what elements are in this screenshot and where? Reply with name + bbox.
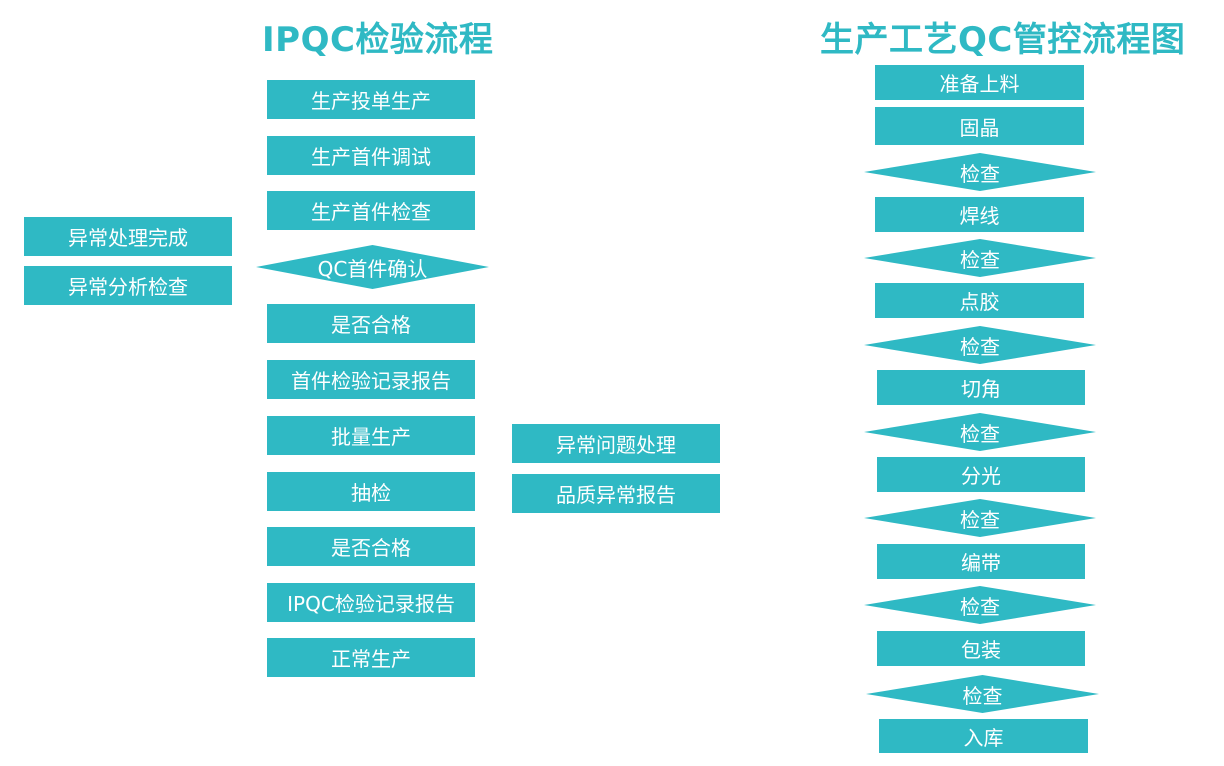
diamond-shape xyxy=(864,586,1096,624)
process-check-2: 检查 xyxy=(864,239,1096,277)
process-check-7: 检查 xyxy=(866,675,1099,713)
process-check-label: 检查 xyxy=(960,507,1000,532)
ipqc-step-ipqc-report: IPQC检验记录报告 xyxy=(267,583,475,622)
ipqc-decision-label: QC首件确认 xyxy=(317,256,428,281)
process-check-label: 检查 xyxy=(960,421,1000,446)
ipqc-step-first-piece-debug: 生产首件调试 xyxy=(267,136,475,175)
process-check-label: 检查 xyxy=(960,247,1000,272)
ipqc-branch-exception-done: 异常处理完成 xyxy=(24,217,232,256)
process-title: 生产工艺QC管控流程图 xyxy=(820,20,1186,60)
process-step-die-bond: 固晶 xyxy=(875,107,1084,145)
ipqc-step-mass-production: 批量生产 xyxy=(267,416,475,455)
diamond-shape xyxy=(864,239,1096,277)
ipqc-step-production-order: 生产投单生产 xyxy=(267,80,475,119)
process-check-label: 检查 xyxy=(960,594,1000,619)
process-step-wire-bond: 焊线 xyxy=(875,197,1084,232)
ipqc-branch-quality-report: 品质异常报告 xyxy=(512,474,720,513)
process-step-warehousing: 入库 xyxy=(879,719,1088,753)
diamond-shape xyxy=(864,153,1096,191)
ipqc-branch-exception-handling: 异常问题处理 xyxy=(512,424,720,463)
process-check-6: 检查 xyxy=(864,586,1096,624)
process-check-5: 检查 xyxy=(864,499,1096,537)
ipqc-step-first-piece-check: 生产首件检查 xyxy=(267,191,475,230)
process-check-label: 检查 xyxy=(960,334,1000,359)
ipqc-step-qualified-1: 是否合格 xyxy=(267,304,475,343)
diamond-shape xyxy=(864,413,1096,451)
process-check-3: 检查 xyxy=(864,326,1096,364)
process-check-label: 检查 xyxy=(960,161,1000,186)
process-check-1: 检查 xyxy=(864,153,1096,191)
process-check-4: 检查 xyxy=(864,413,1096,451)
diamond-shape xyxy=(256,245,489,289)
diamond-shape xyxy=(864,499,1096,537)
ipqc-decision-qc-first-piece: QC首件确认 xyxy=(256,245,489,289)
diamond-shape xyxy=(866,675,1099,713)
ipqc-step-qualified-2: 是否合格 xyxy=(267,527,475,566)
process-step-prepare-material: 准备上料 xyxy=(875,65,1084,100)
process-step-dispensing: 点胶 xyxy=(875,283,1084,318)
ipqc-step-sampling: 抽检 xyxy=(267,472,475,511)
diamond-shape xyxy=(864,326,1096,364)
process-step-taping: 编带 xyxy=(877,544,1085,579)
process-step-cutting: 切角 xyxy=(877,370,1085,405)
ipqc-branch-exception-analysis: 异常分析检查 xyxy=(24,266,232,305)
ipqc-title: IPQC检验流程 xyxy=(262,20,494,60)
process-check-label: 检查 xyxy=(962,683,1003,708)
ipqc-step-first-piece-report: 首件检验记录报告 xyxy=(267,360,475,399)
process-step-packaging: 包装 xyxy=(877,631,1085,666)
process-step-binning: 分光 xyxy=(877,457,1085,492)
ipqc-step-normal-production: 正常生产 xyxy=(267,638,475,677)
